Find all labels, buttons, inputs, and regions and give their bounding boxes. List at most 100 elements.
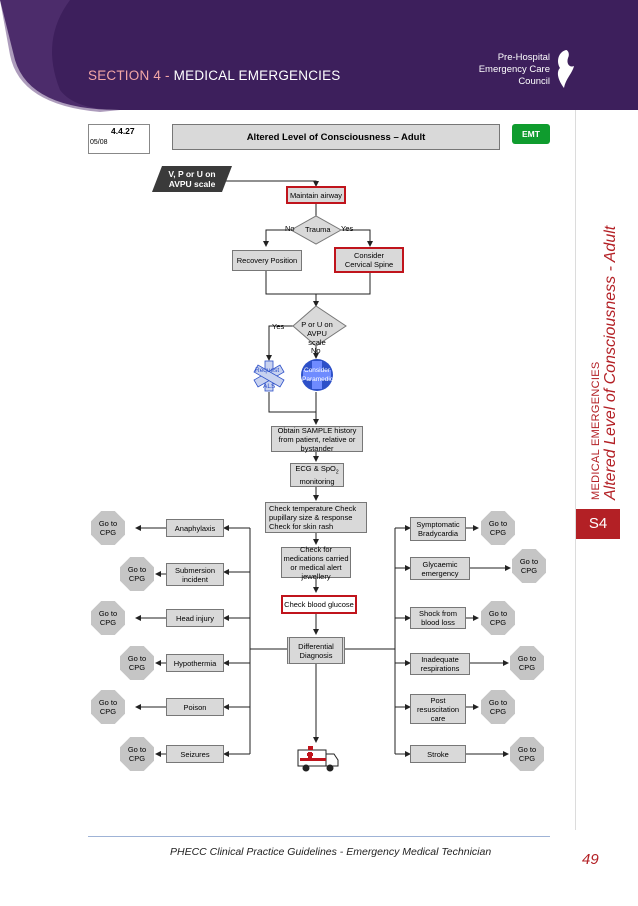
ecg-subscript: 2 <box>335 469 339 476</box>
condition-label: Seizures <box>180 749 210 759</box>
cpg-title: Altered Level of Consciousness – Adult <box>246 131 426 143</box>
condition-box-left: Seizures <box>166 745 224 763</box>
go-to-cpg-stop: Go to CPG <box>91 511 125 545</box>
trauma-label: Trauma <box>305 225 331 234</box>
start-box: V, P or U on AVPU scale <box>152 166 232 192</box>
go-to-cpg-label: Go to CPG <box>98 609 118 627</box>
ecg-text: ECG & SpO <box>295 463 336 473</box>
condition-label: Shock from blood loss <box>419 609 457 627</box>
consider-paramedic-label-1: Consider <box>304 367 331 374</box>
request-als-label-2: ALS <box>263 383 276 390</box>
org-name: Pre-Hospital Emergency Care Council <box>470 52 550 88</box>
section-number: SECTION 4 - <box>88 68 170 83</box>
go-to-cpg-label: Go to CPG <box>98 519 118 537</box>
go-to-cpg-stop: Go to CPG <box>91 690 125 724</box>
condition-box-right: Stroke <box>410 745 466 763</box>
condition-box-right: Glycaemic emergency <box>410 557 470 580</box>
condition-label: Glycaemic emergency <box>421 559 459 578</box>
condition-label: Stroke <box>427 749 449 759</box>
emt-label: EMT <box>522 129 540 139</box>
ambulance-icon <box>297 746 339 772</box>
start-label: V, P or U on AVPU scale <box>168 169 216 189</box>
go-to-cpg-label: Go to CPG <box>127 565 147 583</box>
cpg-number-box: 4.4.27 05/08 <box>88 124 150 154</box>
go-to-cpg-stop: Go to CPG <box>120 737 154 771</box>
condition-box-right: Symptomatic Bradycardia <box>410 517 466 541</box>
trauma-no-label: No <box>285 224 295 233</box>
consider-cervical-box: Consider Cervical Spine <box>334 247 404 273</box>
section-title: SECTION 4 - MEDICAL EMERGENCIES <box>88 68 341 83</box>
condition-label: Poison <box>183 702 207 712</box>
trauma-yes-label: Yes <box>341 224 354 233</box>
emt-badge: EMT <box>512 124 550 144</box>
condition-label: Anaphylaxis <box>174 523 216 533</box>
go-to-cpg-stop: Go to CPG <box>481 690 515 724</box>
go-to-cpg-label: Go to CPG <box>488 609 508 627</box>
condition-label: Post resuscitation care <box>416 695 460 723</box>
star-of-life-icon <box>253 360 285 392</box>
avpu-no-label: No <box>311 346 321 355</box>
condition-label: Hypothermia <box>173 658 217 668</box>
condition-box-left: Submersion incident <box>166 563 224 586</box>
condition-box-right: Shock from blood loss <box>410 607 466 629</box>
maintain-airway-box: Maintain airway <box>286 186 346 204</box>
go-to-cpg-stop: Go to CPG <box>481 511 515 545</box>
condition-label: Inadequate respirations <box>420 655 460 673</box>
sample-history-label: Obtain SAMPLE history from patient, rela… <box>277 425 357 453</box>
go-to-cpg-stop: Go to CPG <box>91 601 125 635</box>
request-als-label-1: Request <box>255 367 280 374</box>
condition-box-left: Head injury <box>166 609 224 627</box>
ecg-text-2: monitoring <box>299 477 335 487</box>
go-to-cpg-label: Go to CPG <box>488 519 508 537</box>
check-temperature-label: Check temperature Check pupillary size &… <box>269 504 357 531</box>
cpg-title-bar: Altered Level of Consciousness – Adult <box>172 124 500 150</box>
page-number: 49 <box>582 851 599 868</box>
go-to-cpg-stop: Go to CPG <box>512 549 546 583</box>
condition-box-left: Poison <box>166 698 224 716</box>
check-glucose-box: Check blood glucose <box>281 595 357 614</box>
go-to-cpg-label: Go to CPG <box>517 654 537 672</box>
org-line-2: Emergency Care <box>478 64 550 75</box>
header-banner <box>0 0 638 112</box>
side-divider <box>575 110 576 830</box>
condition-label: Symptomatic Bradycardia <box>416 520 460 538</box>
org-line-1: Pre-Hospital <box>497 52 550 63</box>
phecc-logo-icon <box>557 50 574 88</box>
recovery-position-box: Recovery Position <box>232 250 302 271</box>
paramedic-cross-icon <box>301 359 333 391</box>
avpu-yes-label: Yes <box>272 322 285 331</box>
check-medications-box: Check for medications carried or medical… <box>281 544 351 581</box>
consider-paramedic-label-2: Paramedic <box>302 376 334 383</box>
condition-box-right: Inadequate respirations <box>410 653 470 675</box>
check-glucose-label: Check blood glucose <box>284 600 354 609</box>
consider-cervical-label: Consider Cervical Spine <box>344 251 394 269</box>
go-to-cpg-stop: Go to CPG <box>120 646 154 680</box>
differential-diagnosis-box: Differential Diagnosis <box>287 637 345 664</box>
org-line-3: Council <box>518 76 550 87</box>
go-to-cpg-label: Go to CPG <box>127 745 147 763</box>
section-name: MEDICAL EMERGENCIES <box>173 68 341 83</box>
footer-divider <box>88 836 550 837</box>
condition-box-left: Hypothermia <box>166 654 224 672</box>
condition-box-left: Anaphylaxis <box>166 519 224 537</box>
go-to-cpg-label: Go to CPG <box>98 698 118 716</box>
condition-box-right: Post resuscitation care <box>410 694 466 724</box>
condition-label: Submersion incident <box>174 565 216 584</box>
sample-history-box: Obtain SAMPLE history from patient, rela… <box>271 425 363 453</box>
cpg-number: 4.4.27 <box>111 126 135 136</box>
check-temperature-box: Check temperature Check pupillary size &… <box>265 502 367 533</box>
avpu-check-label: P or U on AVPU scale <box>301 320 333 347</box>
go-to-cpg-label: Go to CPG <box>517 745 537 763</box>
go-to-cpg-label: Go to CPG <box>127 654 147 672</box>
maintain-airway-label: Maintain airway <box>289 190 343 200</box>
go-to-cpg-label: Go to CPG <box>519 557 539 575</box>
differential-diagnosis-label: Differential Diagnosis <box>298 641 334 660</box>
go-to-cpg-label: Go to CPG <box>488 698 508 716</box>
go-to-cpg-stop: Go to CPG <box>120 557 154 591</box>
check-medications-label: Check for medications carried or medical… <box>283 544 349 581</box>
footer-text: PHECC Clinical Practice Guidelines - Eme… <box>170 846 492 858</box>
recovery-position-label: Recovery Position <box>236 256 298 265</box>
